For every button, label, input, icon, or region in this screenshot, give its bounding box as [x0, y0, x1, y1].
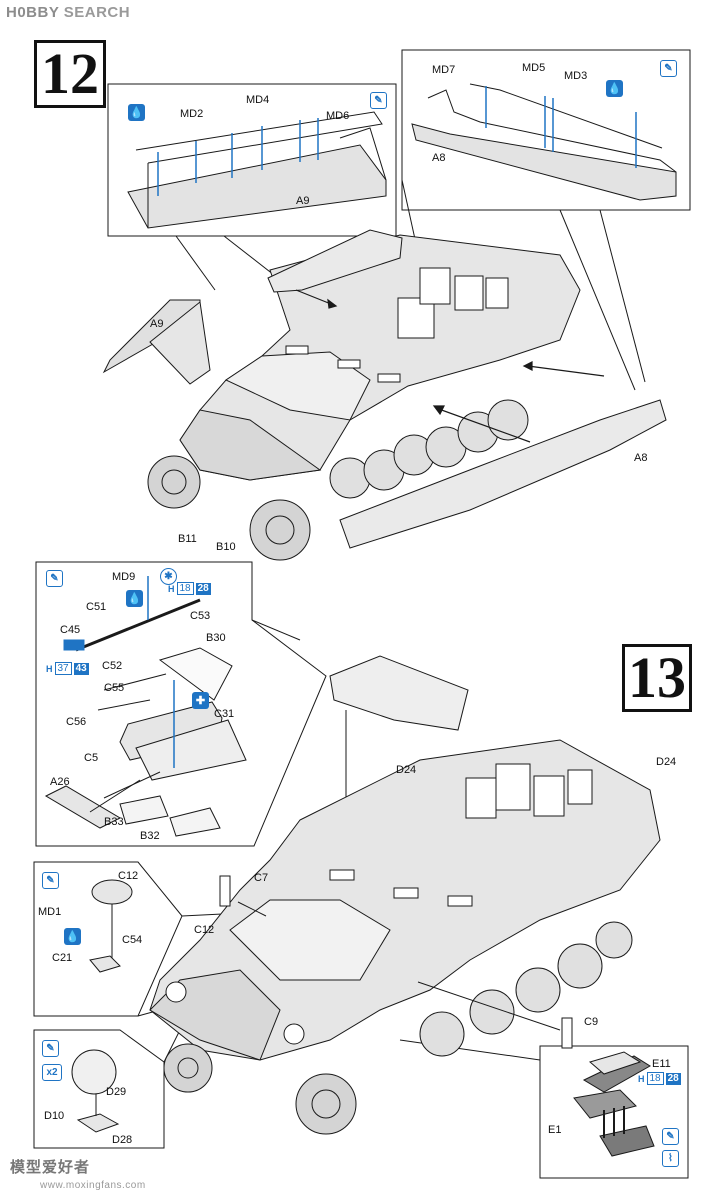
part-label-b33: B33	[104, 816, 124, 828]
part-label-md1: MD1	[38, 906, 62, 918]
brush-icon: ✎	[660, 60, 677, 77]
part-label-c9: C9	[584, 1016, 599, 1028]
part-label-c56: C56	[66, 716, 87, 728]
part-label-md3: MD3	[564, 70, 588, 82]
part-label-c7: C7	[254, 872, 269, 884]
brush-icon: ✎	[42, 872, 59, 889]
part-label-md7: MD7	[432, 64, 456, 76]
drop-icon: 💧	[128, 104, 145, 121]
paint-ref-3: H 18 28	[638, 1072, 681, 1085]
part-label-c52: C52	[102, 660, 123, 672]
step-number-13: 13	[622, 644, 692, 712]
drop-icon: 💧	[64, 928, 81, 945]
part-label-b32: B32	[140, 830, 160, 842]
part-label-c12-inset: C12	[118, 870, 139, 882]
part-label-b30: B30	[206, 632, 226, 644]
part-label-a8-inset: A8	[432, 152, 446, 164]
part-label-c45: C45	[60, 624, 81, 636]
part-label-d29: D29	[106, 1086, 127, 1098]
drop-icon: 💧	[126, 590, 143, 607]
part-label-a26: A26	[50, 776, 70, 788]
part-label-c31: C31	[214, 708, 235, 720]
part-label-c12-main: C12	[194, 924, 215, 936]
paint-ref-1: H 18 28	[168, 582, 211, 595]
brush-icon: ✎	[662, 1128, 679, 1145]
part-label-md5: MD5	[522, 62, 546, 74]
part-label-a8-main: A8	[634, 452, 648, 464]
cement-icon: ✚	[192, 692, 209, 709]
brush-icon: ✎	[46, 570, 63, 587]
part-label-b10: B10	[216, 541, 236, 553]
part-label-e1: E1	[548, 1124, 562, 1136]
inset-box-right	[401, 49, 691, 211]
part-label-c5: C5	[84, 752, 99, 764]
quantity-badge: x2	[42, 1064, 62, 1081]
part-label-d24-left: D24	[396, 764, 417, 776]
part-label-c53: C53	[190, 610, 211, 622]
inset-box-light	[33, 861, 183, 1017]
brush-icon: ✎	[42, 1040, 59, 1057]
part-label-md9: MD9	[112, 571, 136, 583]
inset-box-headlight	[33, 1029, 165, 1149]
part-label-md4: MD4	[246, 94, 270, 106]
decal-icon: ✱	[160, 568, 177, 585]
step-number-12: 12	[34, 40, 106, 108]
brand-search: SEARCH	[63, 4, 131, 21]
part-label-d24-right: D24	[656, 756, 677, 768]
part-label-a9-inset: A9	[296, 195, 310, 207]
watermark-text: 模型爱好者	[10, 1159, 91, 1176]
watermark-url: www.moxingfans.com	[40, 1180, 146, 1191]
part-label-b11: B11	[178, 533, 197, 545]
inset-box-seat	[539, 1045, 689, 1179]
part-label-c55: C55	[104, 682, 125, 694]
part-label-md6: MD6	[326, 110, 350, 122]
inset-box-mg	[35, 561, 327, 847]
part-label-e11: E11	[652, 1058, 671, 1070]
paint-ref-2: H 37 43	[46, 662, 89, 675]
brand-logo: H0BBY SEARCH	[6, 4, 131, 21]
part-label-md2: MD2	[180, 108, 204, 120]
brush-icon: ✎	[370, 92, 387, 109]
part-label-c54: C54	[122, 934, 143, 946]
part-label-d28: D28	[112, 1134, 133, 1146]
glue-icon: ⌇	[662, 1150, 679, 1167]
part-label-a9-main: A9	[150, 318, 164, 330]
part-label-c21: C21	[52, 952, 73, 964]
part-label-d10: D10	[44, 1110, 65, 1122]
drop-icon: 💧	[606, 80, 623, 97]
part-label-c51: C51	[86, 601, 107, 613]
